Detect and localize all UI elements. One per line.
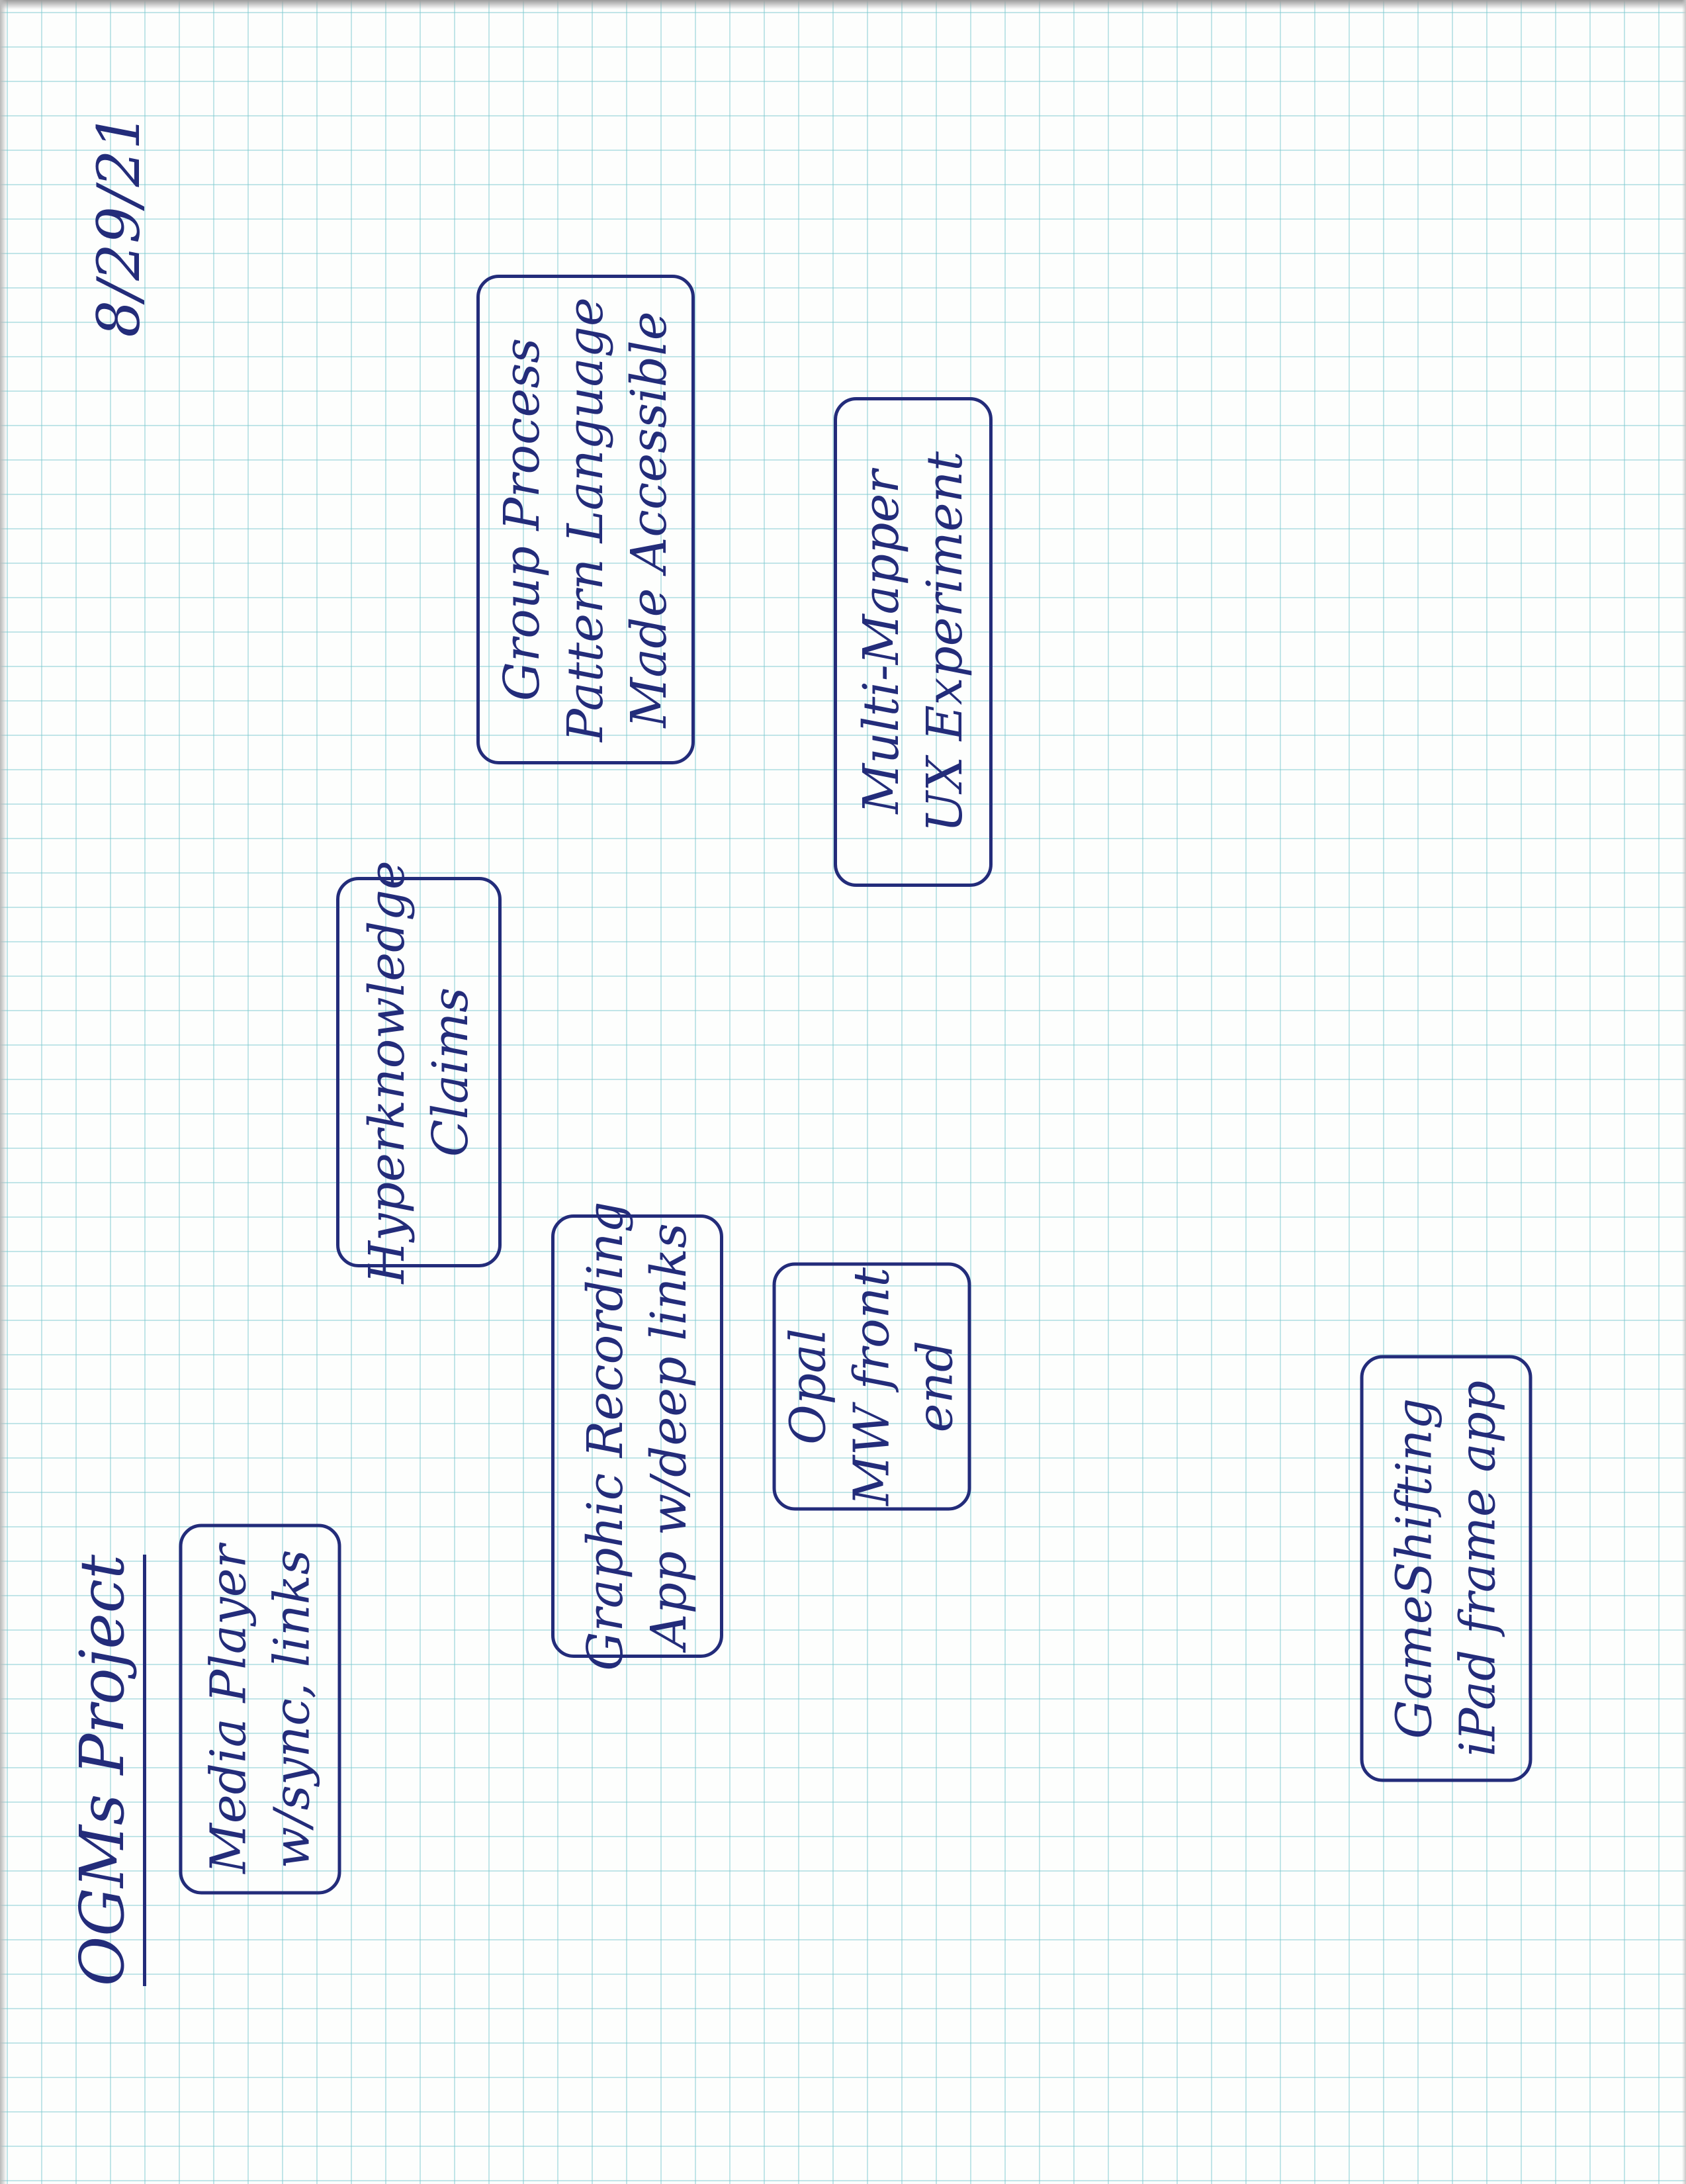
node-line: Media Player — [200, 1545, 257, 1874]
node-opal: Opal MW front end — [772, 1262, 971, 1511]
scan-edge-top — [0, 0, 1686, 9]
node-group-process: Group Process Pattern Language Made Acce… — [476, 275, 695, 764]
node-line: Graphic Recording — [577, 1201, 634, 1671]
page-title: OGMs Project — [56, 1539, 155, 2002]
node-media-player: Media Player w/sync, links — [179, 1524, 341, 1895]
node-line: App w/deep links — [641, 1223, 697, 1649]
node-line: Claims — [422, 987, 479, 1158]
node-line: Pattern Language — [557, 297, 614, 742]
node-line: UX Experiment — [916, 451, 973, 833]
node-line: iPad frame app — [1449, 1380, 1507, 1757]
node-line: GameShifting — [1386, 1398, 1443, 1739]
node-multi-mapper: Multi-Mapper UX Experiment — [834, 397, 993, 887]
scan-edge-left — [0, 0, 7, 2184]
node-line: Opal — [779, 1328, 837, 1445]
node-line: Group Process — [494, 338, 551, 702]
title-text: OGMs Project — [66, 1554, 146, 1987]
node-line: Made Accessible — [621, 311, 678, 728]
date-label: 8/29/21 — [79, 93, 159, 357]
node-line: MW front — [843, 1267, 901, 1506]
node-line: Hyperknowledge — [359, 860, 416, 1284]
node-line: Multi-Mapper — [853, 470, 910, 814]
scan-edge-right — [1682, 0, 1686, 2184]
node-hyperknowledge: Hyperknowledge Claims — [336, 860, 502, 1284]
node-graphic-recording: Graphic Recording App w/deep links — [551, 1201, 723, 1671]
date-text: 8/29/21 — [85, 113, 153, 338]
node-gameshifting: GameShifting iPad frame app — [1360, 1355, 1532, 1782]
node-line: w/sync, links — [263, 1549, 320, 1869]
node-line: end — [907, 1340, 964, 1433]
